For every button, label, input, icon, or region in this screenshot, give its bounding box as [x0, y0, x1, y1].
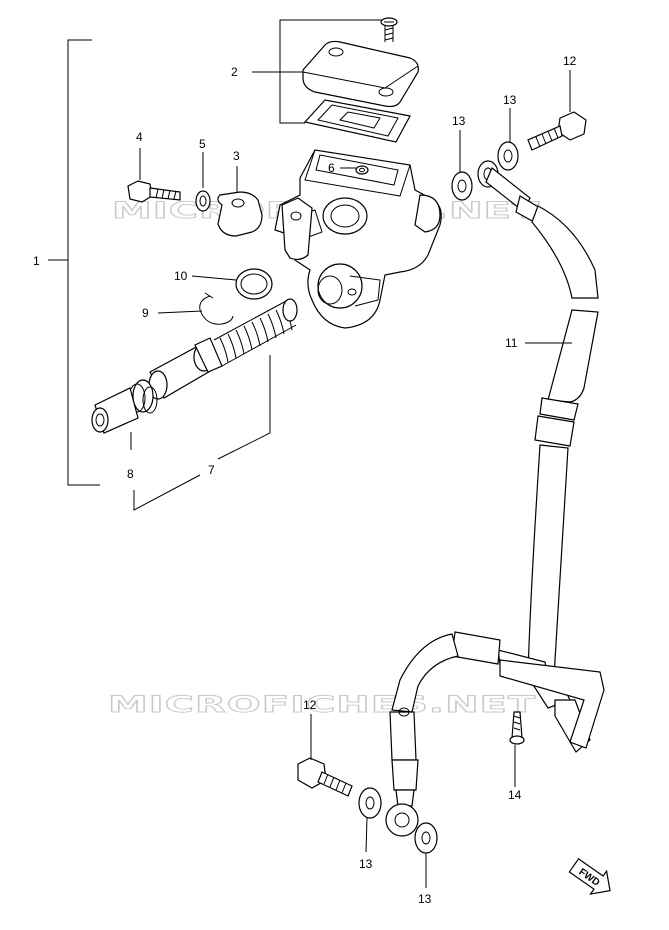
- brake-hose-11: [385, 160, 605, 837]
- o-ring-10: [235, 268, 273, 300]
- callout-2: 2: [231, 65, 238, 79]
- washer-13-lower-b: [414, 822, 438, 854]
- callout-4: 4: [136, 130, 143, 144]
- clamp: [217, 191, 313, 261]
- watermark-bottom: MICROFICHES.NET: [107, 691, 536, 718]
- fwd-arrow-icon: FWD: [568, 857, 611, 895]
- callout-14: 14: [508, 788, 522, 802]
- circlip-9: [199, 292, 234, 325]
- banjo-bolt-upper: [527, 111, 587, 151]
- bolt-4: [127, 180, 181, 203]
- assembly-bracket-1: [67, 39, 100, 486]
- guide-bolt-14: [509, 711, 525, 745]
- callout-11: 11: [505, 336, 518, 350]
- boot-8: [91, 379, 158, 434]
- callout-1: 1: [33, 254, 40, 268]
- watermark-text-bottom: MICROFICHES.NET: [108, 692, 536, 718]
- bracket-7: [217, 355, 271, 460]
- piston-assembly-7: [148, 298, 298, 400]
- bracket-7b: [133, 474, 201, 511]
- diaphragm: [303, 99, 411, 143]
- callout-5: 5: [199, 137, 206, 151]
- reservoir-cap: [302, 40, 419, 108]
- washer-5: [195, 190, 211, 212]
- cap-screw: [380, 17, 398, 42]
- master-cylinder-body: [274, 149, 442, 329]
- callout-3: 3: [233, 149, 240, 163]
- washer-13-lower-a: [358, 787, 382, 819]
- callout-7: 7: [208, 463, 215, 477]
- callout-10: 10: [174, 269, 188, 283]
- callout-13-lower-b: 13: [418, 892, 432, 906]
- callout-12-lower: 12: [303, 698, 317, 712]
- washer-13-upper-b: [451, 171, 473, 201]
- washer-13-upper-a: [497, 141, 519, 171]
- callout-13-upper-a: 13: [503, 93, 517, 107]
- screw-6: [355, 165, 369, 175]
- callout-9: 9: [142, 306, 149, 320]
- callout-13-upper-b: 13: [452, 114, 466, 128]
- banjo-bolt-lower: [297, 757, 353, 797]
- leader-lines: [130, 70, 572, 888]
- callout-6: 6: [328, 161, 335, 175]
- callout-8: 8: [127, 467, 134, 481]
- callout-13-lower-a: 13: [359, 857, 373, 871]
- callout-12-upper: 12: [563, 54, 577, 68]
